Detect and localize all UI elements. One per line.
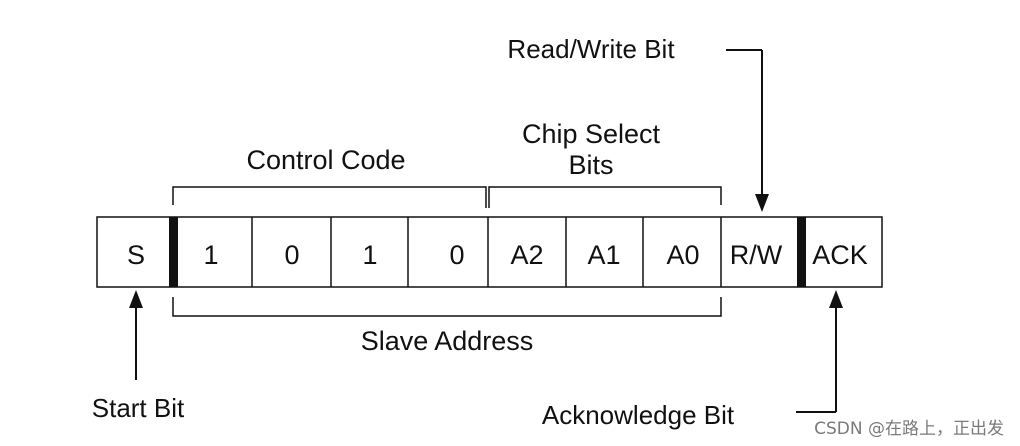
cell-acknowledge: ACK <box>812 240 868 270</box>
chip-select-label-line1: Chip Select <box>522 119 661 149</box>
cell-chip-select-a2: A2 <box>510 240 543 270</box>
cell-control-bit-1: 1 <box>203 240 218 270</box>
byte-frame <box>96 216 883 288</box>
slave-address-bracket <box>172 297 722 317</box>
cell-chip-select-a0: A0 <box>666 240 699 270</box>
watermark: CSDN @在路上，正出发 <box>814 419 1004 439</box>
read-write-bit-label: Read/Write Bit <box>507 34 675 64</box>
cell-control-bit-4: 0 <box>449 240 464 270</box>
control-code-bracket <box>172 186 487 208</box>
read-write-pointer <box>726 49 769 212</box>
cell-chip-select-a1: A1 <box>587 240 620 270</box>
cell-start: S <box>127 240 145 270</box>
acknowledge-bit-label: Acknowledge Bit <box>542 400 735 430</box>
slave-address-label: Slave Address <box>361 326 534 356</box>
cell-control-bit-3: 1 <box>362 240 377 270</box>
cell-control-bit-2: 0 <box>284 240 299 270</box>
start-bit-pointer <box>129 290 143 380</box>
start-bit-arrow-icon <box>129 290 143 308</box>
chip-select-label-line2: Bits <box>568 150 613 180</box>
acknowledge-bit-arrow-icon <box>829 290 843 308</box>
acknowledge-bit-pointer <box>796 290 843 413</box>
start-separator-bar <box>169 217 178 287</box>
ack-separator-bar <box>797 217 806 287</box>
byte-cells: S 1 0 1 0 A2 A1 A0 R/W ACK <box>127 240 868 270</box>
read-write-arrow-icon <box>755 194 769 212</box>
control-code-label: Control Code <box>246 145 405 175</box>
start-bit-label: Start Bit <box>92 393 185 423</box>
chip-select-bracket <box>488 186 722 208</box>
cell-read-write: R/W <box>730 240 783 270</box>
